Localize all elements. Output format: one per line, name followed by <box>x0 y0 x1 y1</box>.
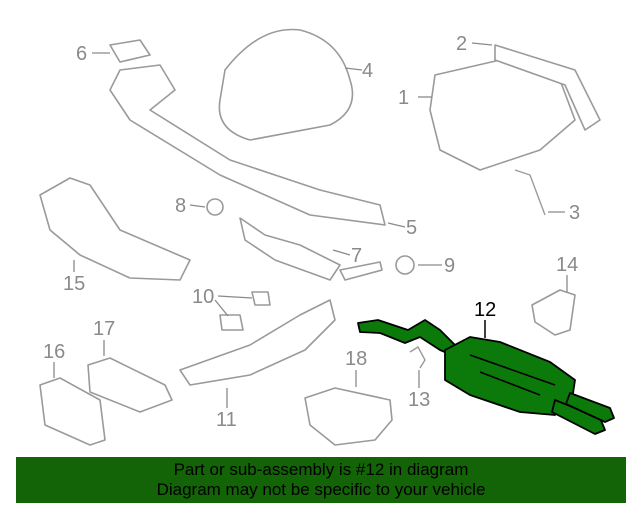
callout-4[interactable]: 4 <box>362 60 374 82</box>
callout-14[interactable]: 14 <box>556 254 579 276</box>
callout-9[interactable]: 9 <box>444 255 456 277</box>
part-9-clamp[interactable] <box>395 255 415 275</box>
part-6-gasket[interactable] <box>109 39 151 63</box>
part-13-hanger[interactable] <box>409 346 426 369</box>
callout-18[interactable]: 18 <box>345 348 368 370</box>
part-17-heat-shield[interactable] <box>87 357 173 413</box>
part-5-front-pipe[interactable] <box>109 64 386 226</box>
callout-8[interactable]: 8 <box>175 195 187 217</box>
callout-3[interactable]: 3 <box>569 202 581 224</box>
callout-11[interactable]: 11 <box>216 409 237 431</box>
callout-13[interactable]: 13 <box>408 389 431 411</box>
part-10-hanger[interactable] <box>219 291 271 331</box>
callout-16[interactable]: 16 <box>43 341 66 363</box>
part-7-center-muffler[interactable] <box>239 217 383 281</box>
callout-15[interactable]: 15 <box>63 273 86 295</box>
callout-2[interactable]: 2 <box>456 33 468 55</box>
part-4-heat-shield[interactable] <box>218 28 354 141</box>
callout-7[interactable]: 7 <box>351 245 363 267</box>
part-18-heat-shield[interactable] <box>304 387 393 446</box>
part-14-bracket[interactable] <box>531 289 576 336</box>
callout-17[interactable]: 17 <box>93 318 116 340</box>
callout-12[interactable]: 12 <box>474 299 497 321</box>
part-12-rear-muffler[interactable] <box>357 319 615 435</box>
part-3-bracket[interactable] <box>514 169 546 216</box>
callout-10[interactable]: 10 <box>192 286 215 308</box>
part-info-banner: Part or sub-assembly is #12 in diagram D… <box>16 457 626 503</box>
part-11-heat-shield[interactable] <box>179 299 336 386</box>
banner-line-2: Diagram may not be specific to your vehi… <box>156 480 486 499</box>
parts-diagram <box>39 28 615 446</box>
callout-5[interactable]: 5 <box>406 217 418 239</box>
callout-1[interactable]: 1 <box>398 87 410 109</box>
part-8-clamp[interactable] <box>206 198 224 216</box>
part-15-heat-shield[interactable] <box>39 177 191 281</box>
part-16-heat-shield[interactable] <box>39 377 106 446</box>
banner-line-1: Part or sub-assembly is #12 in diagram <box>173 460 469 479</box>
part-2-gasket[interactable] <box>494 44 601 131</box>
leader-lines <box>53 42 568 408</box>
callout-6[interactable]: 6 <box>76 43 88 65</box>
